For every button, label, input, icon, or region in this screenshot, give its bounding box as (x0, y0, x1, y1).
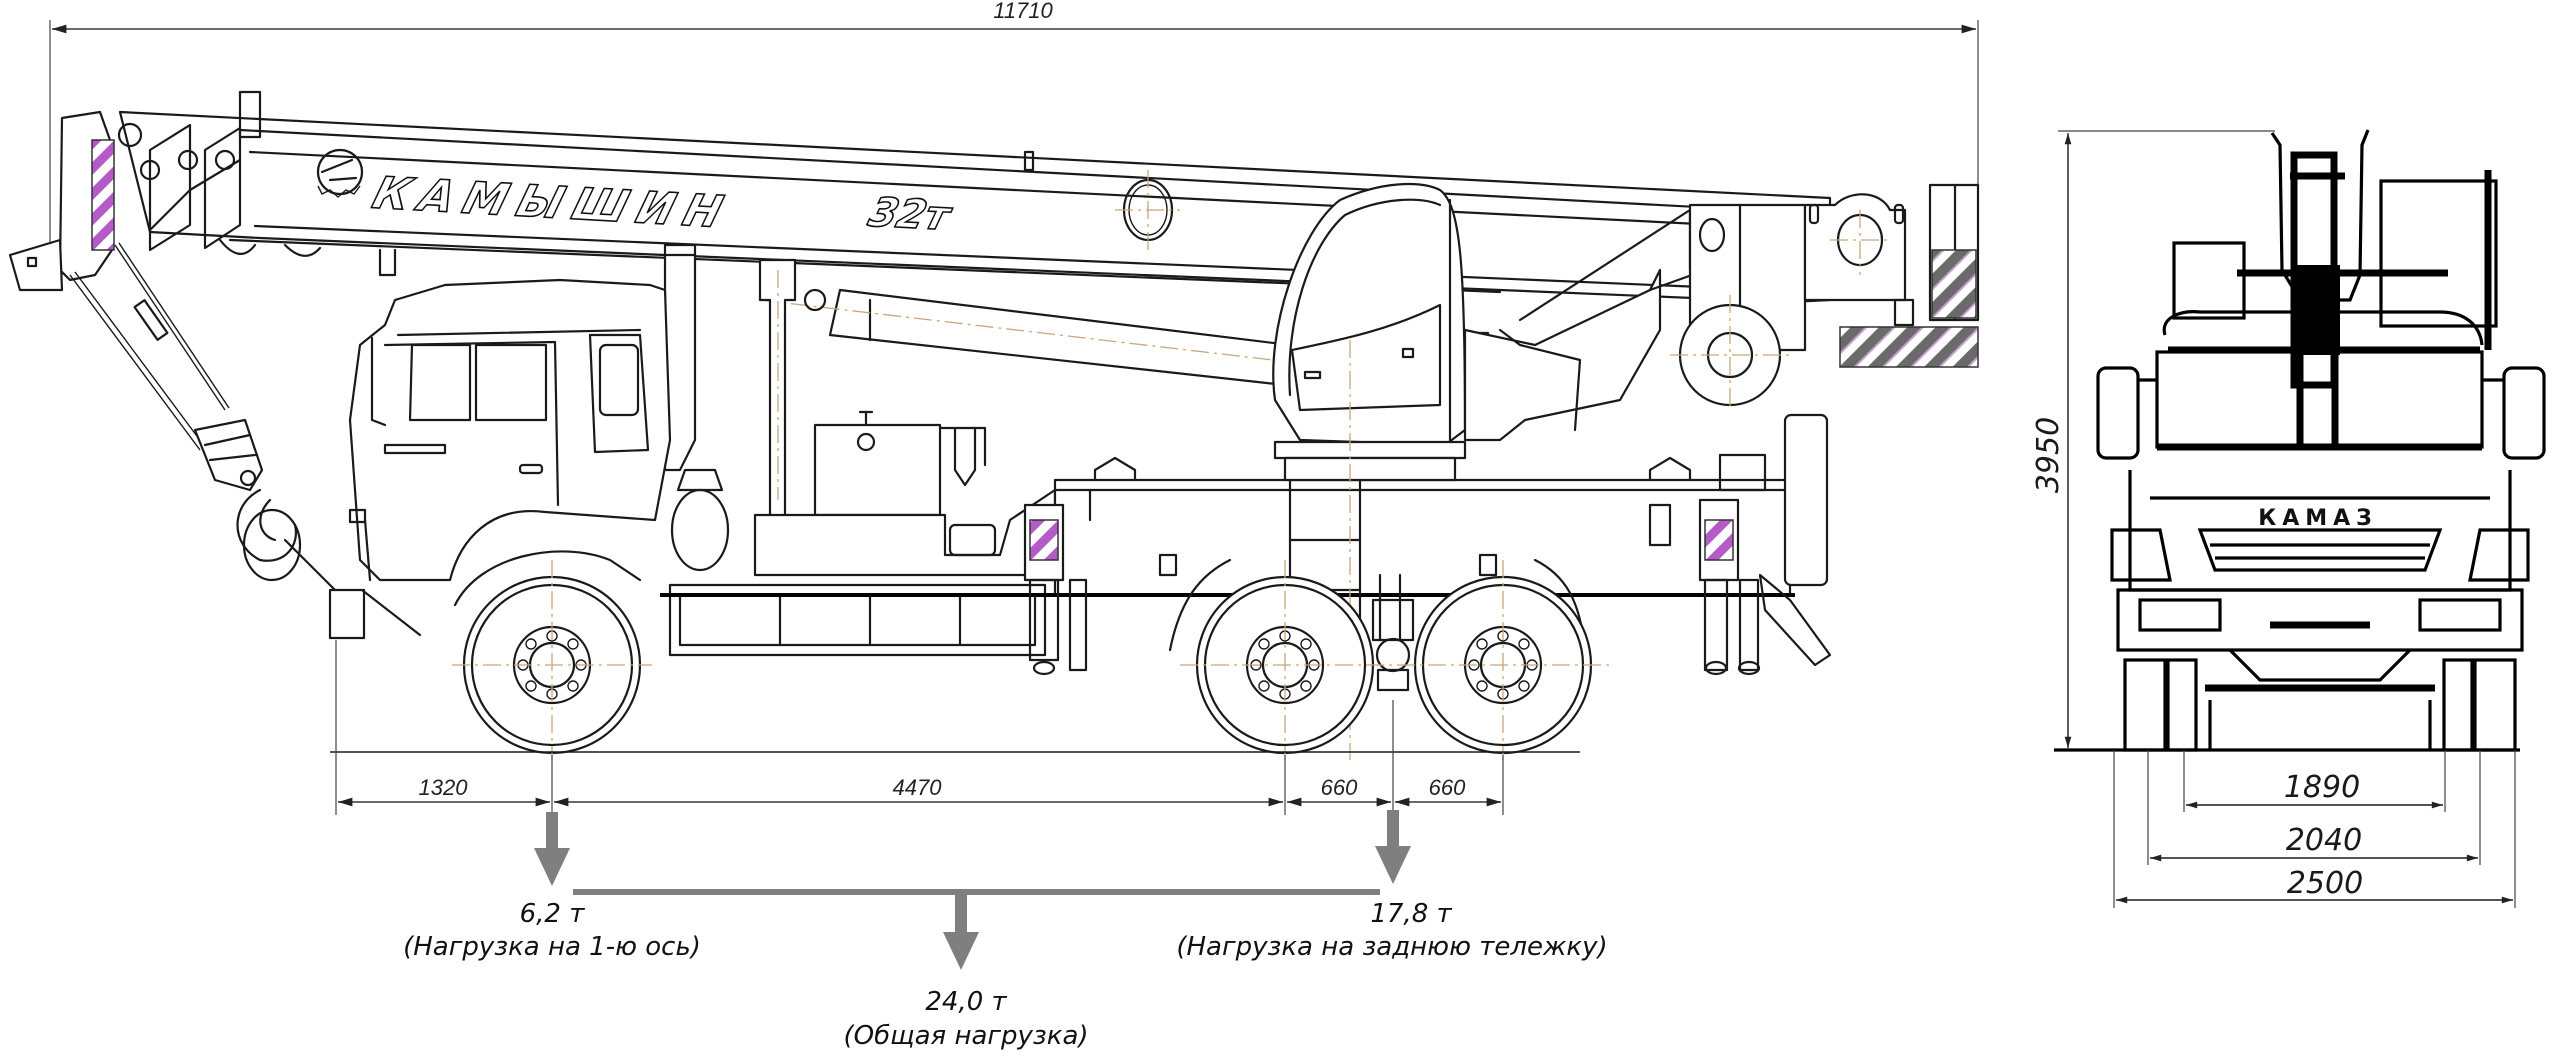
bogie-rear-half-label: 660 (1429, 775, 1466, 800)
warning-stripes-rear-plate (1839, 326, 1979, 368)
front-axle-load-value: 6,2 т (520, 899, 586, 929)
dimension-overall-length: 11710 (49, 0, 1979, 290)
dimension-track-inner: 1890 (2183, 750, 2446, 812)
rear-bogie-suspension (1180, 560, 1610, 760)
track-outer-label: 2040 (2286, 823, 2362, 858)
overall-height-label: 3950 (2031, 417, 2066, 493)
front-overhang-label: 1320 (419, 775, 469, 800)
truck-cab (328, 278, 672, 640)
crane-operator-cabin (1272, 182, 1980, 760)
telescopic-boom: КАМЫШИН 32т (8, 90, 1832, 304)
dimension-overall-width: 2500 (2113, 750, 2516, 908)
front-axle-load-label: (Нагрузка на 1-ю ось) (403, 932, 701, 962)
total-load-value: 24,0 т (925, 987, 1007, 1017)
grille-brand-text: КАМАЗ (2258, 506, 2378, 531)
load-diagram: 6,2 т (Нагрузка на 1-ю ось) 17,8 т (Нагр… (403, 810, 1608, 1051)
dimension-overall-height: 3950 (2031, 130, 2275, 748)
bogie-front-half-label: 660 (1321, 775, 1358, 800)
front-axle-load-arrow (534, 812, 570, 886)
rear-bogie-load-label: (Нагрузка на заднюю тележку) (1176, 932, 1607, 962)
rear-bogie-load-value: 17,8 т (1370, 899, 1452, 929)
warning-stripes-counterweight (1931, 249, 1977, 319)
manufacturer-logo-icon (316, 148, 364, 198)
front-outrigger (1023, 503, 1088, 676)
overall-length-label: 11710 (993, 0, 1053, 23)
dimension-track-outer: 2040 (2147, 750, 2481, 865)
warning-stripes-boom-head (91, 139, 115, 251)
side-view: 11710 (8, 0, 1980, 1051)
cab-window (474, 343, 548, 422)
total-load-arrow (943, 895, 979, 970)
dimension-axles: 1320 4470 660 660 (335, 640, 1504, 815)
front-view: 3950 КАМАЗ (2031, 129, 2546, 908)
overall-width-label: 2500 (2287, 866, 2363, 901)
wheelbase-label: 4470 (893, 775, 943, 800)
track-inner-label: 1890 (2284, 770, 2360, 805)
front-wheel (452, 550, 652, 760)
total-load-label: (Общая нагрузка) (843, 1021, 1088, 1051)
hook-block (69, 242, 337, 592)
boom-capacity-text: 32т (864, 188, 958, 239)
boom-lift-cylinder (663, 243, 1292, 522)
rear-bogie-load-arrow (1375, 810, 1411, 884)
chassis-frame (660, 413, 1832, 702)
rear-outrigger (1698, 498, 1832, 676)
chassis-equipment (668, 410, 1057, 657)
